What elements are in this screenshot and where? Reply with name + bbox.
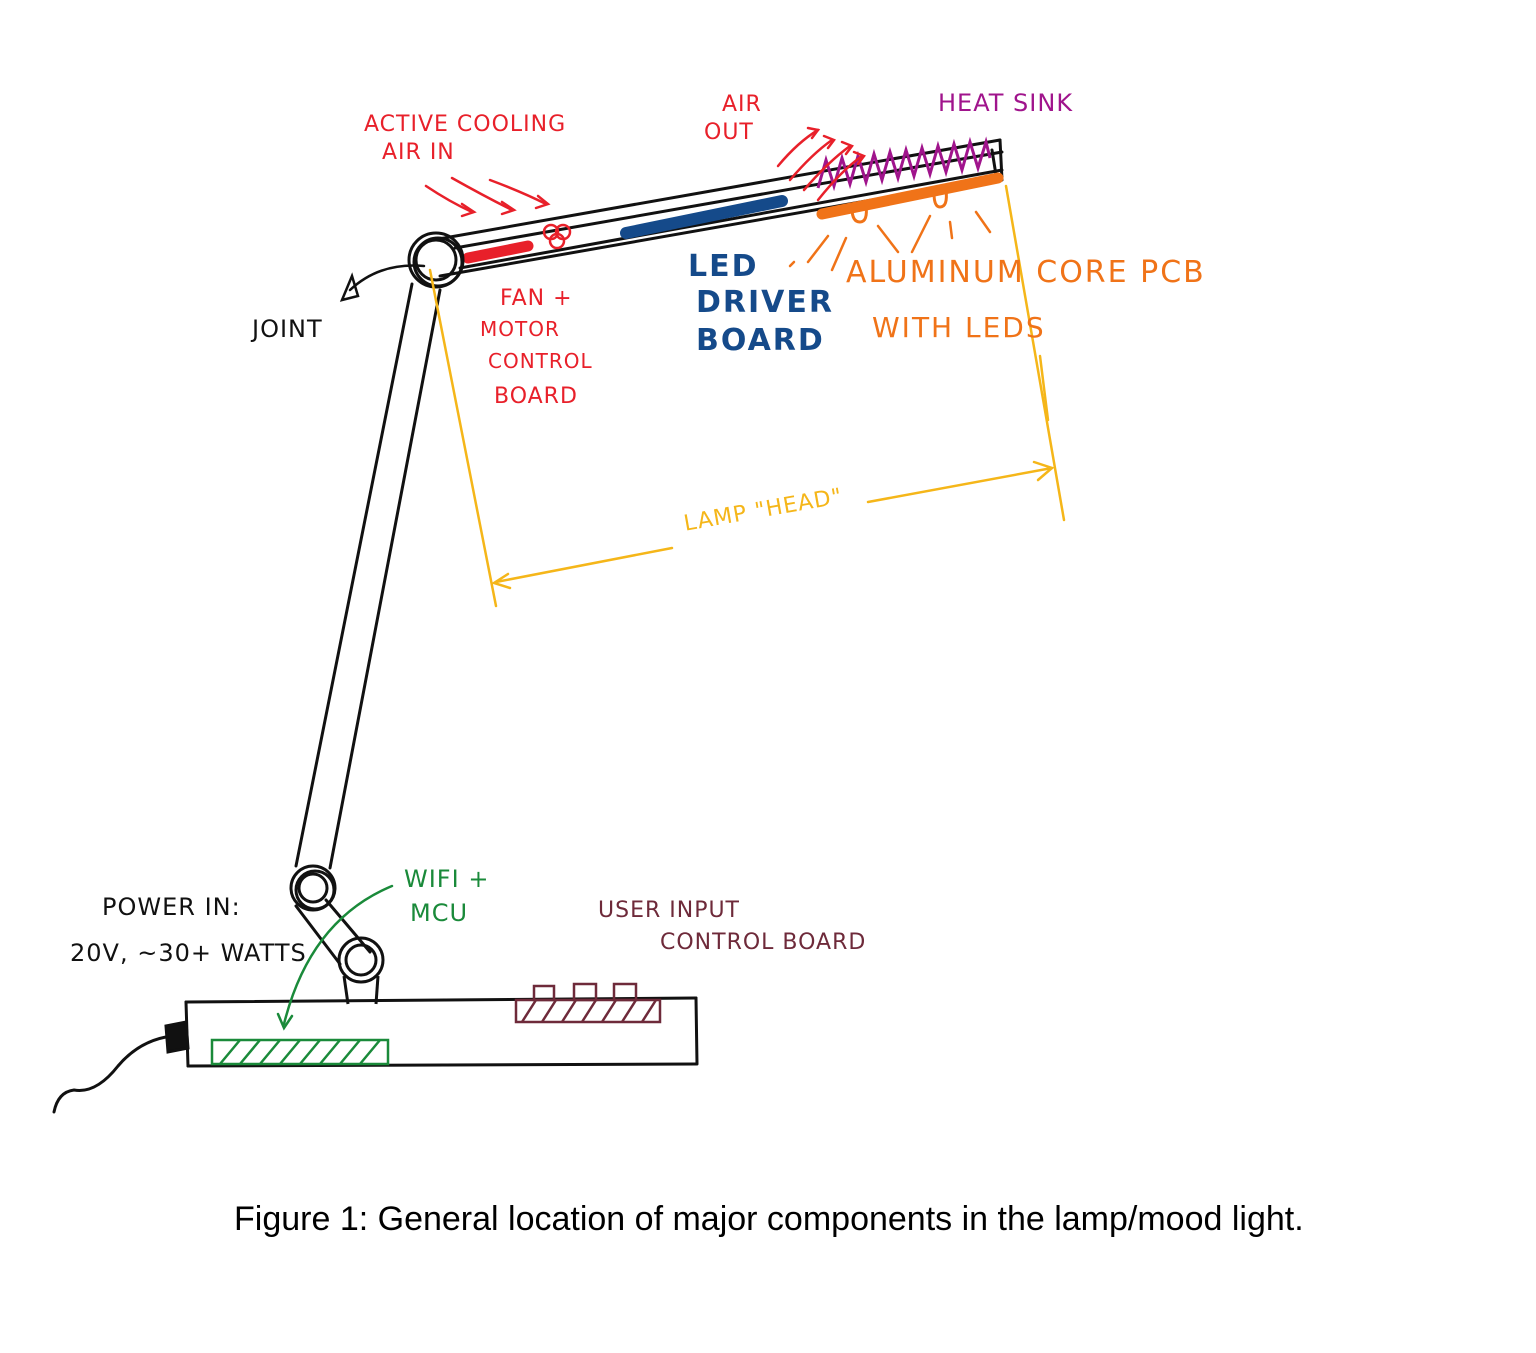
- wifi-label-2: MCU: [410, 899, 469, 927]
- led-driver-label-2: DRIVER: [696, 285, 834, 320]
- joint-label: JOINT: [252, 315, 323, 343]
- fan-motor-label-3: CONTROL: [488, 349, 593, 373]
- led-driver-label-1: LED: [688, 249, 759, 284]
- lamp-base: [184, 996, 699, 1068]
- user-input-board: [514, 982, 662, 1024]
- heat-sink-fins: [816, 136, 992, 192]
- fan-motor-label-2: MOTOR: [480, 317, 560, 341]
- joint-pointer: [339, 264, 426, 302]
- base-link: [294, 898, 372, 966]
- active-cooling-label: ACTIVE COOLING: [364, 112, 567, 137]
- led-emitters: [850, 189, 948, 224]
- led-driver-label-3: BOARD: [696, 323, 825, 358]
- input-button-2: [572, 982, 598, 1002]
- air-label: AIR: [722, 92, 762, 117]
- air-in-label: AIR IN: [382, 140, 455, 165]
- power-spec-label: 20V, ~30+ WATTS: [70, 939, 307, 967]
- fan-motor-label-4: BOARD: [494, 384, 578, 409]
- lower-arm: [294, 282, 442, 870]
- with-leds-label: WITH LEDS: [872, 311, 1046, 344]
- heat-sink-label: HEAT SINK: [938, 89, 1074, 117]
- led-driver-board: [620, 195, 788, 239]
- power-in-label: POWER IN:: [102, 893, 241, 921]
- wifi-mcu-board: [210, 1038, 390, 1066]
- fan-icon: [542, 223, 572, 250]
- wifi-pointer: [276, 884, 394, 1031]
- user-input-label-2: CONTROL BOARD: [660, 930, 867, 955]
- air-out-arrows: [776, 126, 866, 202]
- wifi-label-1: WIFI +: [404, 865, 490, 893]
- user-input-label-1: USER INPUT: [598, 898, 740, 923]
- fan-motor-board: [462, 240, 534, 264]
- base-joint: [337, 936, 385, 1005]
- fan-motor-label-1: FAN +: [500, 286, 573, 311]
- power-cord: [52, 1020, 190, 1114]
- elbow-joint: [289, 864, 337, 912]
- aluminum-pcb-label: ALUMINUM CORE PCB: [846, 255, 1206, 290]
- top-joint: [407, 231, 465, 289]
- figure-caption: Figure 1: General location of major comp…: [234, 1200, 1304, 1238]
- lamp-head-dimension: [428, 184, 1066, 608]
- light-rays: [788, 210, 992, 272]
- input-button-1: [532, 984, 556, 1002]
- out-label: OUT: [704, 120, 754, 145]
- air-in-arrows: [424, 176, 551, 218]
- input-button-3: [612, 982, 638, 1002]
